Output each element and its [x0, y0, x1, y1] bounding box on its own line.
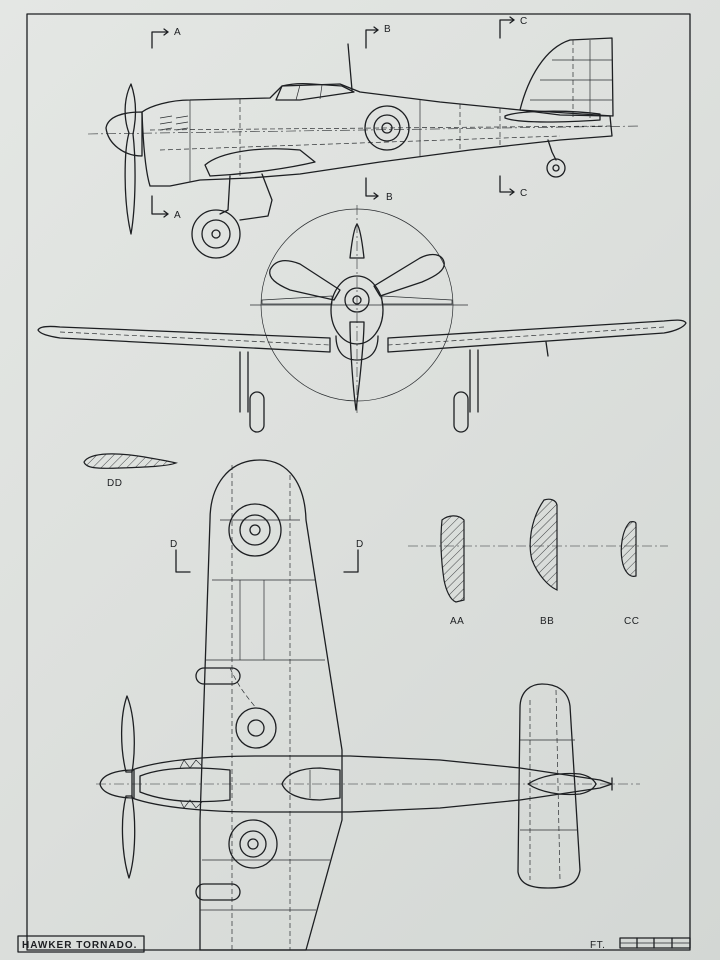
- section-marker-b-bottom: B: [386, 192, 393, 203]
- side-tailplane: [504, 110, 601, 123]
- front-view: [37, 205, 687, 433]
- side-view: A A B B C C: [87, 16, 641, 259]
- section-marker-d-right: D: [356, 539, 364, 550]
- section-marker-d-left: D: [170, 539, 178, 550]
- section-marker-b-top: B: [384, 24, 391, 35]
- plan-spinner: [99, 769, 135, 799]
- side-fuselage: [141, 83, 613, 187]
- section-dd: DD: [83, 453, 179, 489]
- plan-roundel-upper: [228, 503, 282, 557]
- front-wheel-right: [453, 391, 469, 433]
- fuselage-sections: AA BB CC: [408, 498, 668, 627]
- front-wing-right: [387, 319, 687, 353]
- front-prop-blade-right: [373, 253, 445, 297]
- scale-unit-label: FT.: [590, 940, 605, 951]
- side-tail-wheel: [546, 158, 566, 178]
- front-prop-blade-left: [269, 259, 341, 301]
- front-main-leg-left: [239, 351, 249, 413]
- front-prop-blade-lower: [349, 321, 365, 411]
- drawing-title: HAWKER TORNADO.: [22, 940, 137, 951]
- section-cc-label: CC: [624, 616, 639, 627]
- plan-fuselage: [131, 755, 613, 813]
- side-wing-root: [204, 148, 316, 177]
- side-propeller: [124, 83, 137, 235]
- section-aa-label: AA: [450, 616, 464, 627]
- front-spinner: [344, 287, 370, 313]
- section-cc-shape: [620, 521, 637, 577]
- front-wheel-left: [249, 391, 265, 433]
- front-wing-left: [37, 325, 331, 353]
- plan-roundel-lower: [228, 819, 278, 869]
- scale-bar: FT.: [590, 937, 691, 951]
- front-main-leg-right: [469, 349, 479, 413]
- section-aa-shape: [440, 515, 465, 603]
- section-marker-a-bottom: A: [174, 210, 181, 221]
- plan-view: D D: [96, 459, 640, 951]
- plan-tailplane: [517, 683, 581, 889]
- side-roundel: [364, 105, 410, 151]
- section-bb-shape: [529, 498, 558, 591]
- section-dd-airfoil: [83, 453, 179, 469]
- plan-canopy: [281, 767, 341, 801]
- side-fin: [519, 37, 614, 117]
- section-marker-c-bottom: C: [520, 188, 528, 199]
- title-block: HAWKER TORNADO.: [17, 935, 145, 953]
- plan-prop-blade-upper: [120, 695, 135, 773]
- sheet-border: [26, 13, 691, 951]
- section-marker-c-top: C: [520, 16, 528, 27]
- section-bb-label: BB: [540, 616, 554, 627]
- plan-prop-blade-lower: [121, 795, 136, 879]
- plan-wing: [199, 459, 343, 951]
- side-main-wheel: [191, 209, 241, 259]
- side-main-leg: [219, 175, 231, 215]
- section-dd-label: DD: [107, 478, 122, 489]
- front-fuselage: [330, 275, 384, 345]
- side-canopy: [275, 82, 355, 101]
- side-spinner: [105, 111, 143, 157]
- section-marker-a-top: A: [174, 27, 181, 38]
